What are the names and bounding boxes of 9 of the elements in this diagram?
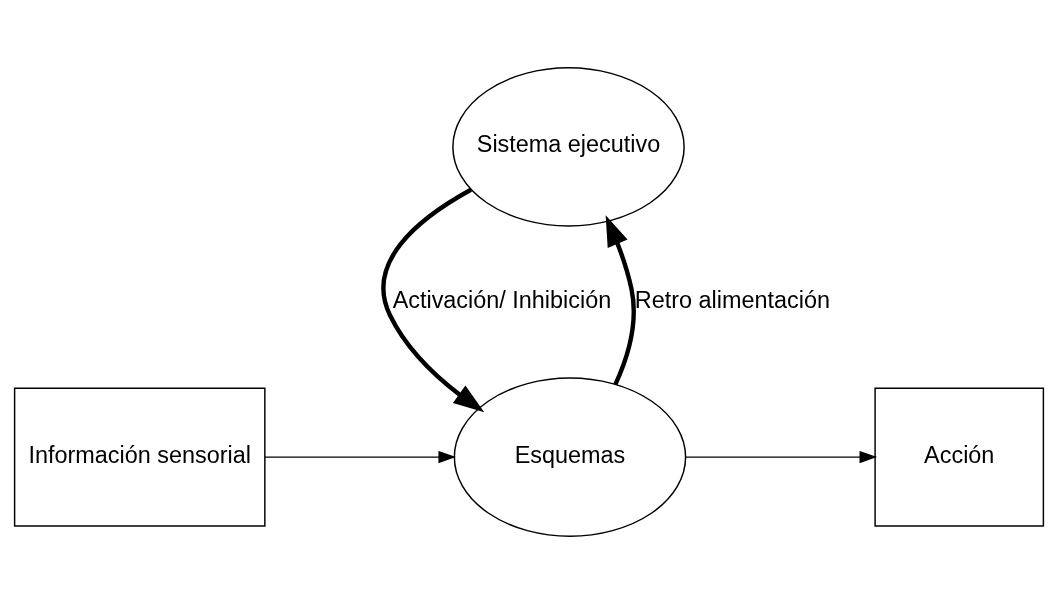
- arrow: [685, 450, 878, 463]
- node-box: Información sensorial: [13, 387, 266, 527]
- arrow: [605, 214, 636, 385]
- arrow: [381, 187, 485, 412]
- node-box: Acción: [874, 387, 1045, 527]
- arrow: [264, 450, 456, 463]
- edge-label: Retro alimentación: [634, 286, 830, 313]
- node-ellipse: Sistema ejecutivo: [452, 66, 685, 227]
- edge-label: Activación/ Inhibición: [392, 286, 612, 313]
